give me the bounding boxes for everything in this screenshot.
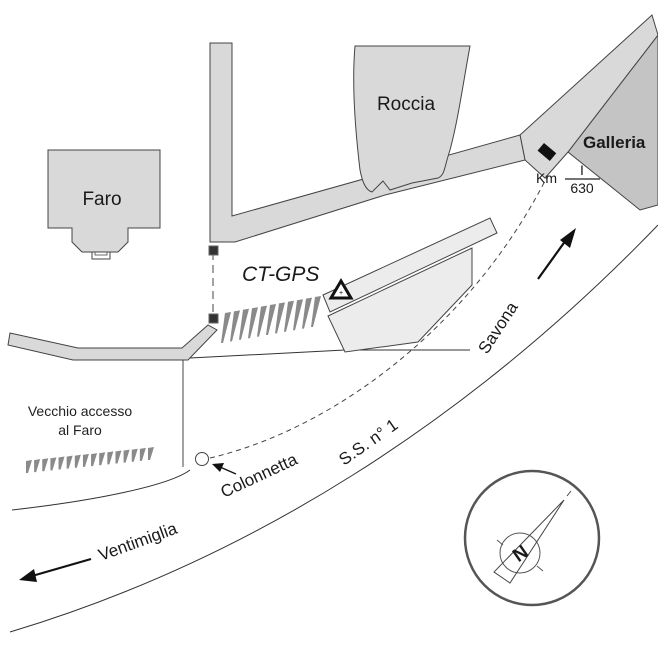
compass-n-label: N [509, 542, 532, 567]
label-ct-gps: CT-GPS [242, 263, 319, 286]
gate-post-top [208, 245, 219, 256]
gate-post-bottom [208, 313, 219, 324]
step-mark [148, 447, 154, 460]
label-colonnetta: Colonnetta [218, 449, 301, 501]
step-mark [66, 455, 73, 469]
step-mark [107, 451, 114, 465]
compass-north-icon: N [463, 469, 601, 607]
km-marker-block [537, 143, 557, 161]
step-mark [123, 449, 130, 463]
step-mark [275, 302, 285, 334]
survey-dashed-line [209, 174, 549, 459]
label-km: Km [536, 170, 557, 186]
label-vecchio-line2: al Faro [58, 422, 102, 438]
step-mark [42, 458, 49, 472]
road-edge-inner-right [189, 349, 470, 359]
label-faro: Faro [82, 189, 121, 210]
ventimiglia-arrow-icon [19, 557, 92, 582]
platform-lower [327, 247, 473, 353]
step-mark [293, 299, 303, 331]
label-galleria: Galleria [583, 133, 646, 152]
l-wall [209, 42, 526, 243]
faro-door-inner [94, 251, 108, 256]
step-mark [131, 448, 138, 462]
label-vecchio-line1: Vecchio accesso [28, 403, 132, 419]
step-mark [248, 307, 258, 339]
colonnetta-marker-icon [195, 452, 209, 466]
label-km-top: I [580, 162, 584, 178]
step-mark [311, 296, 321, 327]
step-mark [34, 459, 41, 473]
step-mark [257, 305, 267, 337]
step-mark [302, 297, 312, 329]
label-km-bottom: 630 [570, 180, 594, 196]
steps-old [26, 447, 154, 473]
step-mark [91, 453, 98, 467]
roccia-rock [353, 45, 471, 193]
label-roccia: Roccia [377, 94, 436, 115]
label-ss1: S.S. n° 1 [335, 415, 401, 469]
faro-building [47, 149, 161, 253]
step-mark [139, 447, 146, 461]
step-mark [221, 312, 231, 343]
label-savona: Savona [474, 298, 522, 357]
step-mark [266, 304, 276, 335]
old-access-wall [7, 324, 218, 361]
step-mark [284, 300, 294, 332]
step-mark [50, 457, 57, 471]
colonnetta-arrow-icon [212, 463, 237, 475]
step-mark [115, 450, 122, 464]
label-ventimiglia: Ventimiglia [96, 519, 180, 565]
svg-text:+: + [339, 290, 343, 297]
step-mark [230, 310, 240, 342]
savona-arrow-icon [537, 228, 576, 280]
road-edge-outer [9, 224, 658, 633]
step-mark [58, 456, 65, 470]
platform-upper [322, 217, 498, 313]
step-mark [82, 453, 89, 467]
step-mark [74, 454, 81, 468]
steps-main [221, 296, 321, 343]
step-mark [239, 308, 249, 340]
road-edge-inner [11, 469, 191, 511]
gps-triangle-icon: + [328, 278, 354, 300]
step-mark [99, 452, 106, 466]
step-mark [26, 460, 32, 473]
